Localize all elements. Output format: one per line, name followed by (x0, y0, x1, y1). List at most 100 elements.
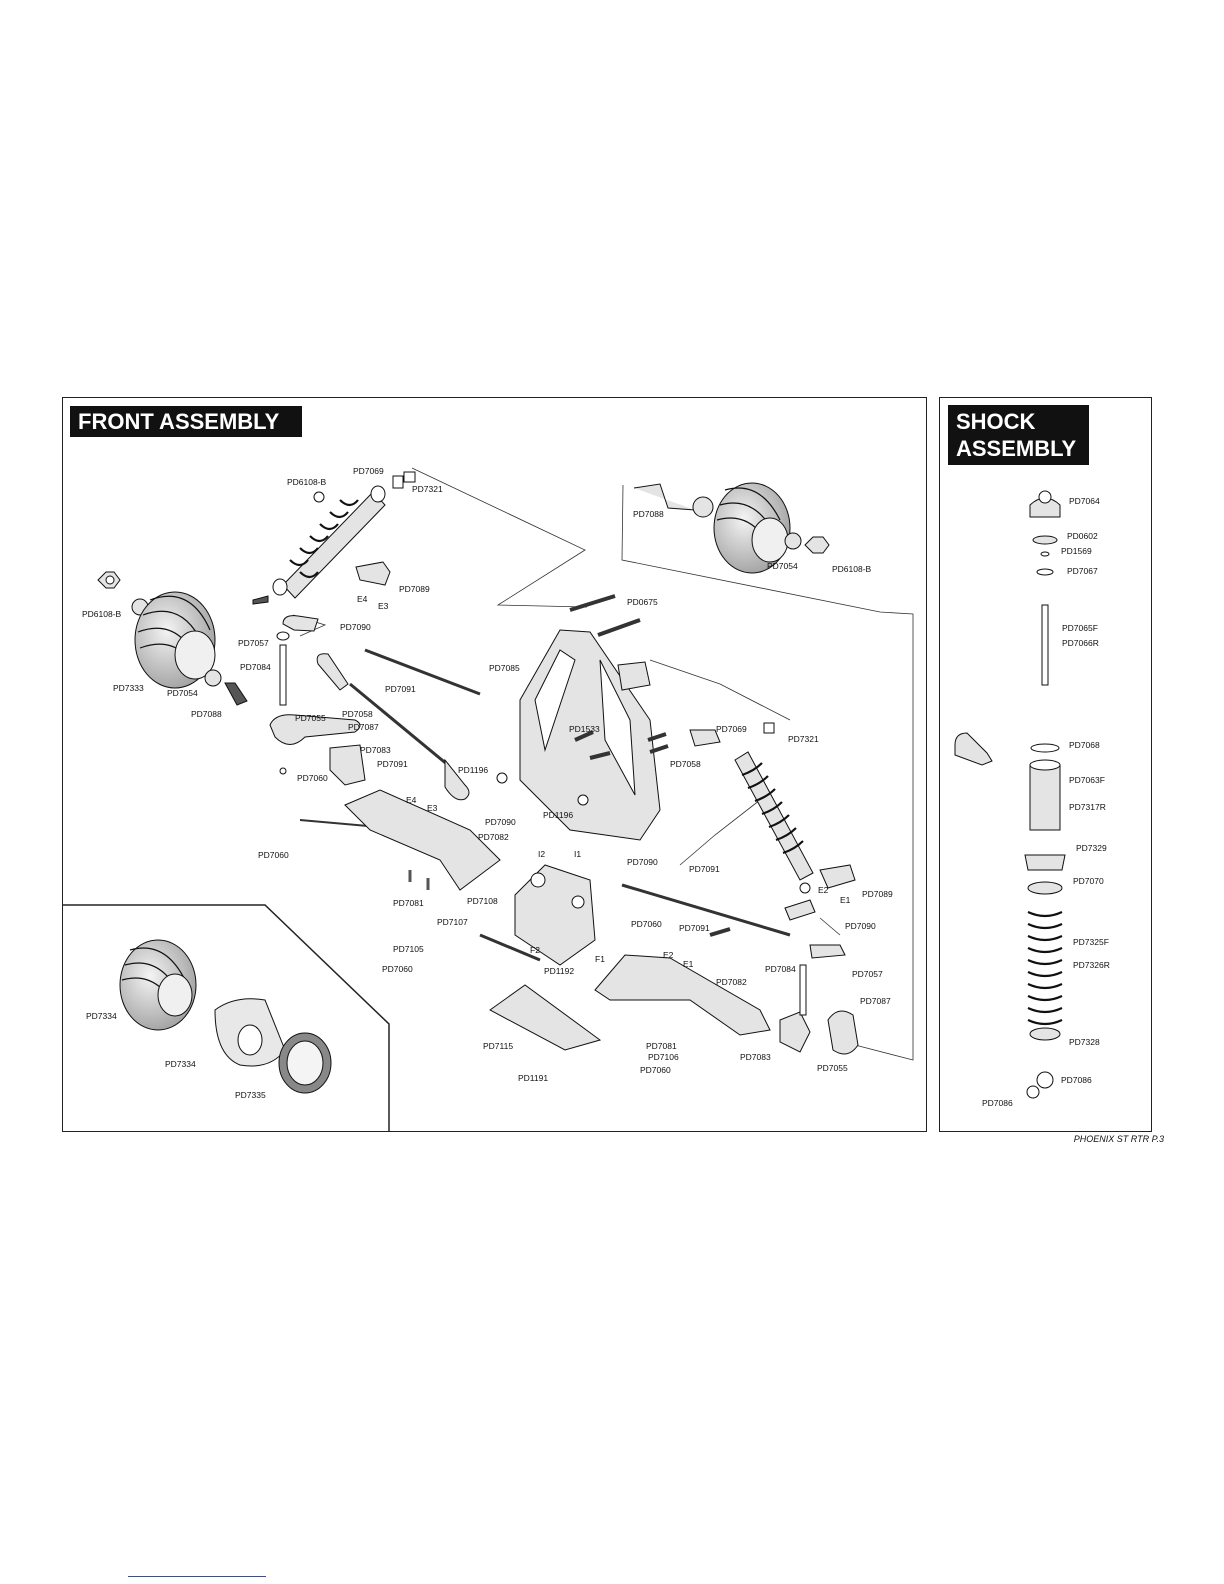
label-pd7063f: PD7063F (1069, 775, 1105, 785)
label-e2: E2 (663, 950, 674, 960)
label-pd7088: PD7088 (633, 509, 664, 519)
label-pd7085: PD7085 (489, 663, 520, 673)
label-pd7054: PD7054 (767, 561, 798, 571)
label-pd7321: PD7321 (788, 734, 819, 744)
label-pd7090: PD7090 (627, 857, 658, 867)
label-pd7084: PD7084 (765, 964, 796, 974)
label-e2: E2 (818, 885, 829, 895)
label-pd7090: PD7090 (485, 817, 516, 827)
label-pd7329: PD7329 (1076, 843, 1107, 853)
label-pd1533: PD1533 (569, 724, 600, 734)
label-pd7326r: PD7326R (1073, 960, 1110, 970)
label-pd7082: PD7082 (478, 832, 509, 842)
label-pd7060: PD7060 (631, 919, 662, 929)
label-pd7069: PD7069 (716, 724, 747, 734)
label-e3: E3 (427, 803, 438, 813)
label-pd6108b: PD6108-B (832, 564, 872, 574)
front-left-shock (252, 471, 416, 605)
label-pd7055: PD7055 (817, 1063, 848, 1073)
label-pd7067: PD7067 (1067, 566, 1098, 576)
label-pd7106: PD7106 (648, 1052, 679, 1062)
label-pd0675: PD0675 (627, 597, 658, 607)
label-pd7115: PD7115 (483, 1041, 513, 1051)
label-i2: I2 (538, 849, 545, 859)
label-pd7108: PD7108 (467, 896, 498, 906)
label-pd1192: PD1192 (544, 966, 574, 976)
label-f2: F2 (530, 945, 540, 955)
label-pd7084: PD7084 (240, 662, 271, 672)
front-left-wheel (97, 571, 248, 706)
shock-exploded-stack (954, 490, 1066, 1099)
label-pd7107: PD7107 (437, 917, 468, 927)
front-left-suspension (269, 615, 501, 891)
label-pd7081: PD7081 (393, 898, 424, 908)
inset-wheel-parts (119, 939, 332, 1094)
label-pd1196: PD1196 (458, 765, 488, 775)
label-pd7069: PD7069 (353, 466, 384, 476)
label-pd1196: PD1196 (543, 810, 573, 820)
label-pd7091: PD7091 (377, 759, 408, 769)
label-pd7055: PD7055 (295, 713, 326, 723)
shock-heading-line2: ASSEMBLY (956, 436, 1077, 461)
label-pd7070: PD7070 (1073, 876, 1104, 886)
label-pd7066r: PD7066R (1062, 638, 1099, 648)
label-pd7089: PD7089 (862, 889, 893, 899)
label-pd7058: PD7058 (342, 709, 373, 719)
shock-heading-line1: SHOCK (956, 409, 1036, 434)
label-pd7091: PD7091 (679, 923, 710, 933)
label-pd7064: PD7064 (1069, 496, 1100, 506)
front-assembly-panel (62, 397, 927, 1132)
shock-assembly-panel (939, 397, 1152, 1132)
label-pd7081: PD7081 (646, 1041, 677, 1051)
label-pd7068: PD7068 (1069, 740, 1100, 750)
label-pd0602: PD0602 (1067, 531, 1098, 541)
label-pd7325f: PD7325F (1073, 937, 1109, 947)
label-pd7060: PD7060 (297, 773, 328, 783)
front-right-wheel (633, 482, 830, 574)
front-right-shock (689, 722, 856, 894)
label-pd7334: PD7334 (86, 1011, 117, 1021)
label-pd7054: PD7054 (167, 688, 198, 698)
label-pd7105: PD7105 (393, 944, 424, 954)
label-e3: E3 (378, 601, 389, 611)
assembly-guide-lines (292, 467, 914, 1061)
label-f1: F1 (595, 954, 605, 964)
label-i1: I1 (574, 849, 581, 859)
label-pd7087: PD7087 (348, 722, 379, 732)
label-pd7090: PD7090 (340, 622, 371, 632)
label-pd7065f: PD7065F (1062, 623, 1098, 633)
label-pd7328: PD7328 (1069, 1037, 1100, 1047)
label-e1: E1 (840, 895, 851, 905)
label-pd7086: PD7086 (1061, 1075, 1092, 1085)
label-pd1569: PD1569 (1061, 546, 1092, 556)
label-pd7060: PD7060 (258, 850, 289, 860)
label-pd7090: PD7090 (845, 921, 876, 931)
label-pd7088: PD7088 (191, 709, 222, 719)
label-pd7091: PD7091 (689, 864, 720, 874)
label-pd7089: PD7089 (399, 584, 430, 594)
label-pd7086: PD7086 (982, 1098, 1013, 1108)
page-edge-link-underline (128, 1576, 266, 1577)
label-pd7057: PD7057 (238, 638, 269, 648)
label-pd7091: PD7091 (385, 684, 416, 694)
label-pd7333: PD7333 (113, 683, 144, 693)
label-pd7335: PD7335 (235, 1090, 266, 1100)
label-pd6108b: PD6108-B (287, 477, 327, 487)
label-pd7060: PD7060 (382, 964, 413, 974)
label-pd7083: PD7083 (740, 1052, 771, 1062)
label-e4: E4 (406, 795, 417, 805)
label-e1: E1 (683, 959, 694, 969)
label-pd7060: PD7060 (640, 1065, 671, 1075)
label-pd7058: PD7058 (670, 759, 701, 769)
label-e4: E4 (357, 594, 368, 604)
label-pd7334: PD7334 (165, 1059, 196, 1069)
label-pd1191: PD1191 (518, 1073, 548, 1083)
label-pd7321: PD7321 (412, 484, 443, 494)
label-pd7082: PD7082 (716, 977, 747, 987)
label-pd7083: PD7083 (360, 745, 391, 755)
shock-assembly-heading: SHOCK ASSEMBLY (948, 405, 1089, 465)
label-pd7087: PD7087 (860, 996, 891, 1006)
front-lower-parts (479, 864, 859, 1055)
front-assembly-heading: FRONT ASSEMBLY (70, 406, 302, 437)
part-number-labels: PD7069 PD6108-B PD7321 PD7089 E4 E3 PD61… (82, 466, 1110, 1108)
